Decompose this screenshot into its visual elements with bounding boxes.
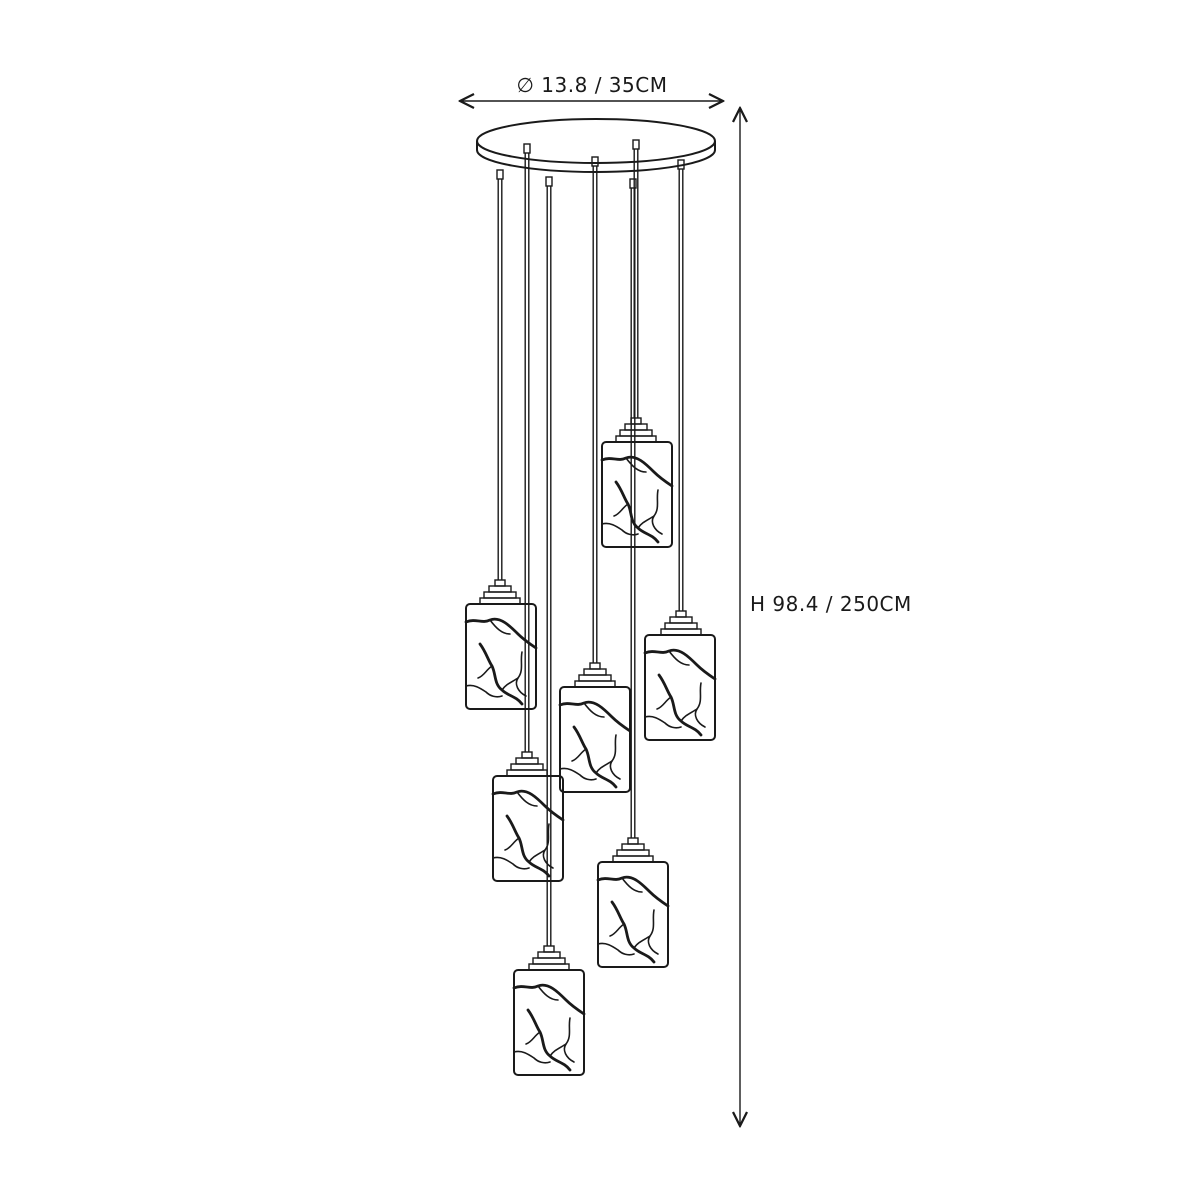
marble-vein: [492, 856, 530, 870]
ceiling-canopy: [476, 118, 716, 173]
cord-cap: [629, 178, 637, 189]
marble-vein: [465, 684, 503, 698]
marble-vein: [512, 983, 586, 1016]
marble-vein: [549, 1043, 567, 1057]
pendant-2: [491, 143, 565, 882]
marble-vein: [537, 985, 559, 1001]
socket: [615, 417, 657, 443]
marble-vein: [609, 734, 621, 780]
marble-vein: [595, 760, 613, 774]
cord-cap: [632, 139, 640, 150]
marble-shade: [600, 441, 674, 548]
marble-shade: [464, 603, 538, 710]
marble-vein: [501, 677, 519, 691]
socket: [574, 662, 616, 688]
marble-vein: [559, 767, 597, 781]
marble-vein: [513, 1050, 551, 1064]
pendant-4: [558, 156, 632, 793]
marble-vein: [526, 1008, 572, 1072]
marble-vein: [491, 789, 565, 822]
marble-vein: [656, 696, 672, 710]
marble-vein: [601, 522, 639, 536]
marble-vein: [647, 909, 659, 955]
marble-vein: [637, 515, 655, 529]
marble-shade: [512, 969, 586, 1076]
cord-cap: [496, 169, 504, 180]
pendant-5: [600, 139, 674, 548]
height-dimension: H 98.4 / 250CM: [740, 108, 912, 1126]
marble-vein: [625, 457, 647, 473]
pendant-6: [596, 178, 670, 968]
marble-vein: [597, 942, 635, 956]
socket: [479, 579, 521, 605]
diameter-label: ∅ 13.8 / 35CM: [517, 73, 668, 97]
marble-vein: [657, 673, 703, 737]
pendant-1: [464, 169, 538, 710]
cord-cap: [545, 176, 553, 187]
marble-vein: [525, 1031, 541, 1045]
marble-vein: [609, 923, 625, 937]
marble-vein: [614, 480, 660, 544]
marble-vein: [680, 708, 698, 722]
marble-vein: [528, 849, 546, 863]
marble-vein: [583, 702, 605, 718]
diameter-dimension: ∅ 13.8 / 35CM: [460, 73, 723, 101]
marble-vein: [613, 503, 629, 517]
pendant-7: [643, 159, 717, 741]
marble-vein: [621, 877, 643, 893]
cord-cap: [591, 156, 599, 167]
cord-cap: [523, 143, 531, 154]
marble-vein: [572, 725, 618, 789]
marble-vein: [651, 489, 663, 535]
marble-vein: [516, 791, 538, 807]
socket: [660, 610, 702, 636]
marble-vein: [542, 823, 554, 869]
marble-vein: [464, 617, 538, 650]
height-label: H 98.4 / 250CM: [750, 592, 912, 616]
marble-vein: [610, 900, 656, 964]
marble-shade: [596, 861, 670, 968]
marble-vein: [505, 814, 551, 878]
marble-vein: [489, 619, 511, 635]
cord-cap: [677, 159, 685, 170]
marble-vein: [504, 837, 520, 851]
marble-vein: [644, 715, 682, 729]
marble-vein: [571, 748, 587, 762]
marble-vein: [478, 642, 524, 706]
socket: [506, 751, 548, 777]
marble-vein: [643, 648, 717, 681]
marble-vein: [668, 650, 690, 666]
socket: [612, 837, 654, 863]
marble-shade: [491, 775, 565, 882]
marble-vein: [600, 455, 674, 488]
marble-vein: [633, 935, 651, 949]
pendant-3: [512, 176, 586, 1076]
marble-vein: [477, 665, 493, 679]
pendant-group: [464, 139, 717, 1076]
marble-vein: [694, 682, 706, 728]
socket: [528, 945, 570, 971]
marble-vein: [558, 700, 632, 733]
marble-vein: [596, 875, 670, 908]
marble-vein: [563, 1017, 575, 1063]
marble-shade: [643, 634, 717, 741]
marble-shade: [558, 686, 632, 793]
